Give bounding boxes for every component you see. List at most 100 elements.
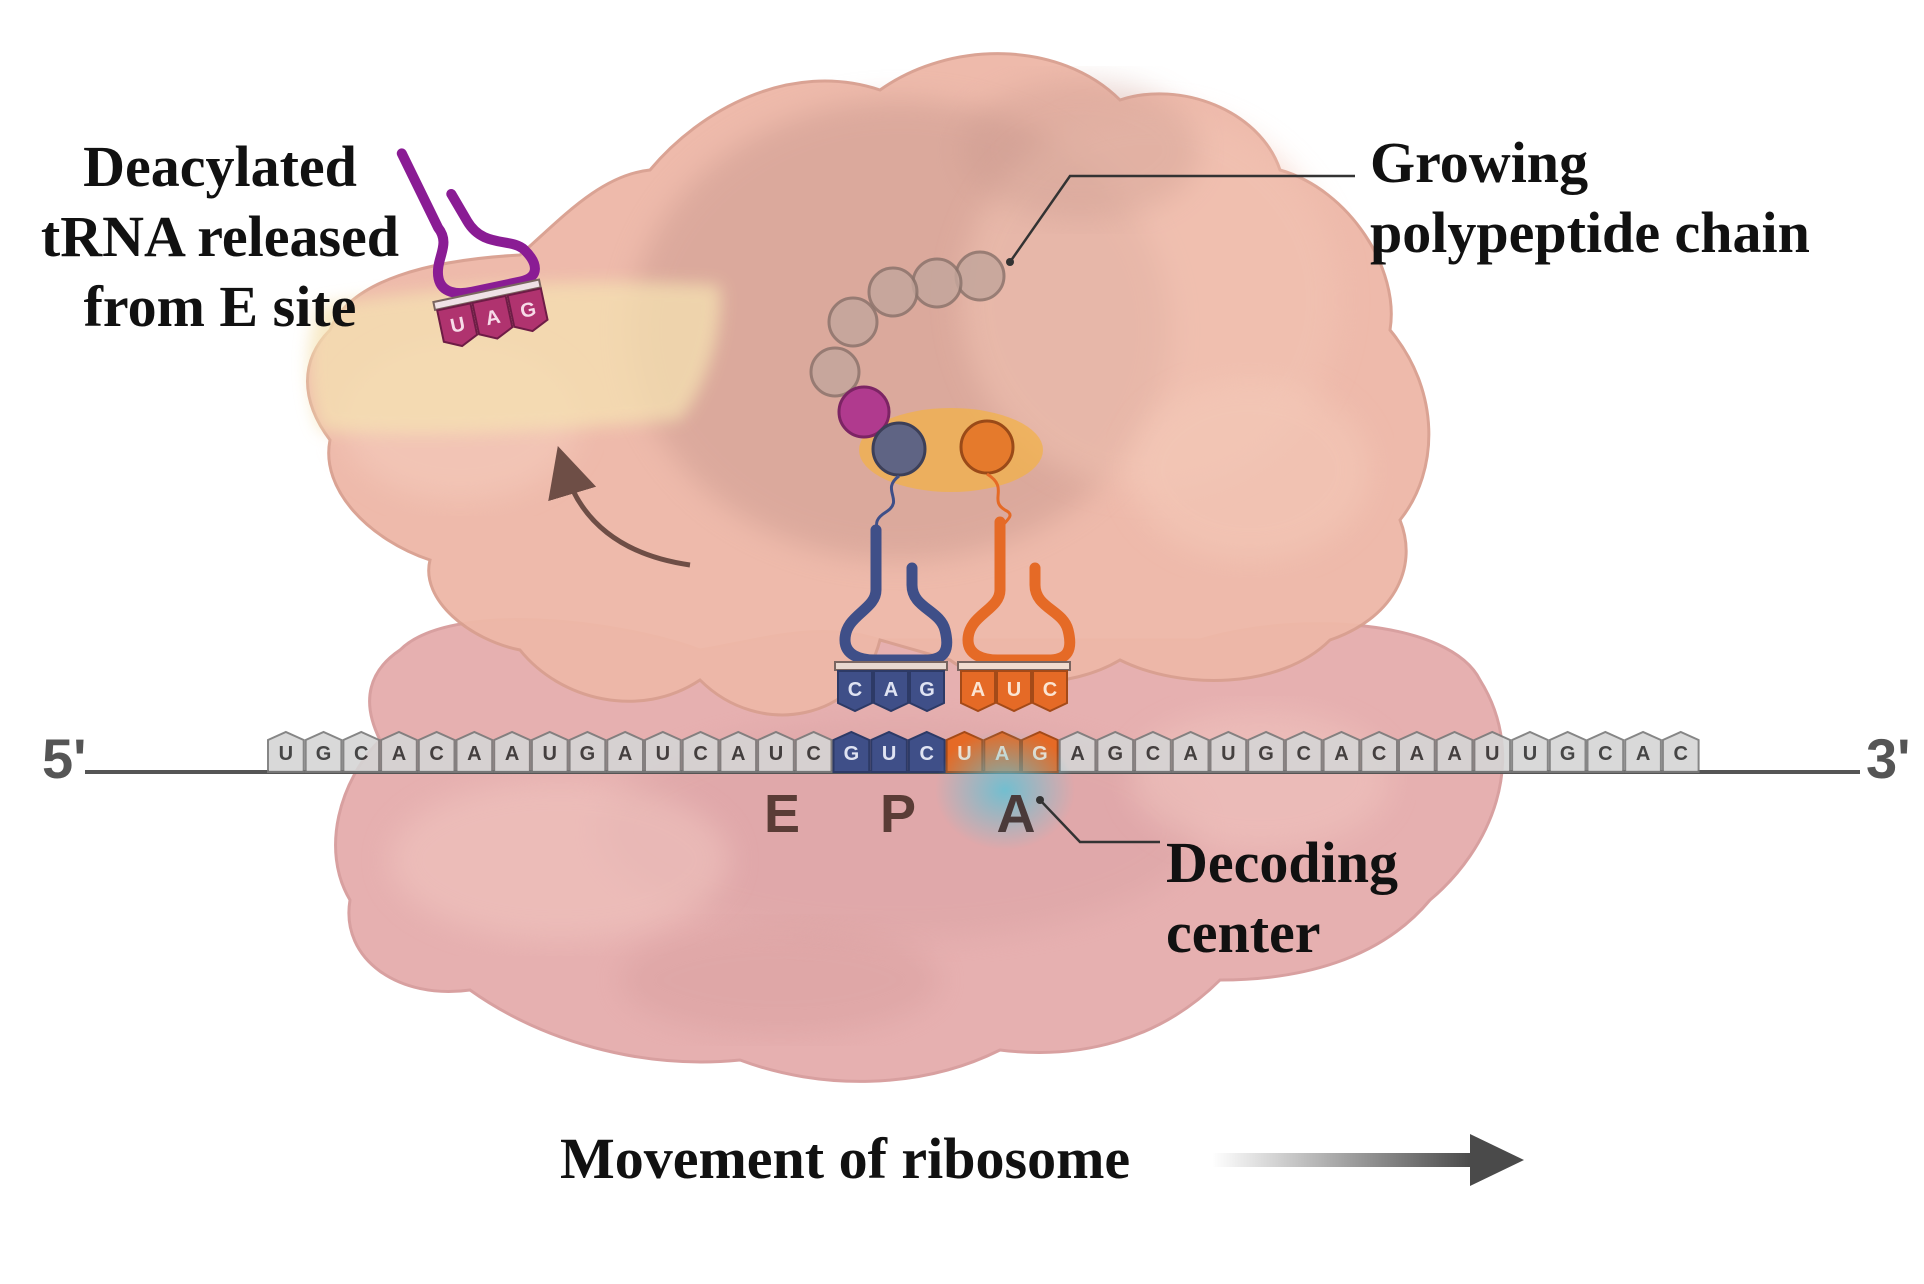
a-site-amino-acid (959, 419, 1015, 475)
anticodon-base: C (837, 670, 873, 713)
anticodon-shape (960, 670, 996, 713)
anticodon-shape (506, 287, 549, 333)
nucleotide-base: A (1334, 743, 1348, 765)
decoding-center-glow (935, 730, 1075, 850)
three-prime-label: 3' (1866, 727, 1910, 790)
nucleotide-base: U (543, 743, 557, 765)
anticodon-letter: C (848, 679, 862, 701)
deacylated-trna-label: Deacylated tRNA released from E site (20, 132, 420, 342)
nucleotide-shape (1586, 730, 1625, 773)
mrna-nucleotide: U (1511, 730, 1549, 773)
nucleotide-base: A (731, 743, 745, 765)
nucleotide-shape (1058, 730, 1097, 773)
mrna-nucleotide: C (417, 730, 456, 773)
nucleotide-base: A (392, 743, 406, 765)
amino-acid-bead (954, 250, 1006, 302)
mrna-nucleotide: U (530, 730, 569, 773)
anticodon-letter: G (919, 679, 935, 701)
anticodon-shape (909, 670, 945, 713)
mrna-nucleotide: A (1624, 730, 1662, 773)
nucleotide-base: A (467, 743, 481, 765)
movement-arrow (1212, 1134, 1524, 1186)
anticodon-letter: C (1043, 679, 1057, 701)
mrna-nucleotide: G (568, 730, 607, 773)
nucleotide-shape (304, 730, 343, 773)
nucleotide-base: A (1447, 743, 1461, 765)
anticodon-letter: G (518, 298, 538, 323)
amino-acid-bead-newest (837, 385, 891, 439)
nucleotide-base: C (1598, 743, 1612, 765)
nucleotide-base: C (1146, 743, 1160, 765)
anticodon-base: U (996, 670, 1032, 713)
nucleotide-base: A (1636, 743, 1650, 765)
nucleotide-shape (794, 730, 833, 773)
ribosome-sites: E P A (764, 784, 1036, 844)
movement-arrowhead (1470, 1134, 1524, 1186)
nucleotide-base: A (1183, 743, 1197, 765)
anticodon-letter: A (484, 306, 503, 331)
nucleotide-base: G (316, 743, 332, 765)
nucleotide-base: C (693, 743, 707, 765)
nucleotide-base: A (618, 743, 632, 765)
mrna-nucleotide: A (606, 730, 644, 773)
nucleotide-shape (1511, 730, 1549, 773)
mrna-nucleotide: U (267, 730, 305, 773)
large-subunit (306, 52, 1431, 717)
decoding-center-label: Decoding center (1166, 828, 1398, 968)
leader-lines (1006, 174, 1355, 844)
nucleotide-shape (455, 730, 494, 773)
anticodon-shape (471, 294, 514, 340)
nucleotide-base: U (769, 743, 783, 765)
mrna-nucleotide: A (380, 730, 418, 773)
nucleotide-base: A (505, 743, 519, 765)
p-site-amino-acid (871, 421, 927, 477)
mrna-nucleotide: U (1473, 730, 1512, 773)
nucleotide-shape (719, 730, 758, 773)
polypeptide-leader-dot (1006, 258, 1014, 266)
polypeptide-label-line1: Growing (1370, 130, 1589, 195)
nucleotide-shape (1322, 730, 1361, 773)
anticodon-letter: U (1007, 679, 1021, 701)
nucleotide-shape (1398, 730, 1436, 773)
nucleotide-shape (1171, 730, 1210, 773)
mrna-nucleotide: U (1209, 730, 1248, 773)
nucleotide-base: A (1070, 743, 1084, 765)
nucleotide-shape (606, 730, 644, 773)
nucleotide-base: C (429, 743, 443, 765)
site-label-e: E (764, 784, 800, 844)
nucleotide-base: U (279, 743, 293, 765)
nucleotide-base: A (1410, 743, 1424, 765)
nucleotide-base: C (354, 743, 368, 765)
nucleotide-shape (1096, 730, 1135, 773)
mrna-nucleotide: A (1058, 730, 1097, 773)
mrna-nucleotide: G (304, 730, 343, 773)
polypeptide-label-line2: polypeptide chain (1370, 200, 1810, 265)
mrna-nucleotide: G (832, 730, 871, 773)
deacylated-label-line1: Deacylated (83, 134, 357, 199)
nucleotide-shape (1661, 730, 1700, 773)
nucleotide-shape (1209, 730, 1248, 773)
mrna-nucleotide: A (1322, 730, 1361, 773)
movement-label: Movement of ribosome (560, 1126, 1131, 1191)
mrna-nucleotide: A (455, 730, 494, 773)
mrna-nucleotide: C (1360, 730, 1398, 773)
polypeptide-leader-line (1008, 174, 1355, 263)
nucleotide-base: G (1560, 743, 1576, 765)
nucleotide-base: G (1107, 743, 1123, 765)
anticodon-base: A (471, 294, 514, 340)
mrna-nucleotide: U (644, 730, 682, 773)
anticodon-shape (436, 302, 479, 348)
anticodon-letter: U (448, 313, 467, 338)
amino-acid-bead (911, 257, 963, 309)
amino-acid-bead (809, 346, 861, 398)
nucleotide-shape (644, 730, 682, 773)
mrna-nucleotide: A (1398, 730, 1436, 773)
nucleotide-shape (1284, 730, 1323, 773)
nucleotide-base: G (844, 743, 860, 765)
mrna-nucleotide: A (1171, 730, 1210, 773)
deacylated-label-line3: from E site (83, 274, 357, 339)
anticodon-base: A (873, 670, 909, 713)
